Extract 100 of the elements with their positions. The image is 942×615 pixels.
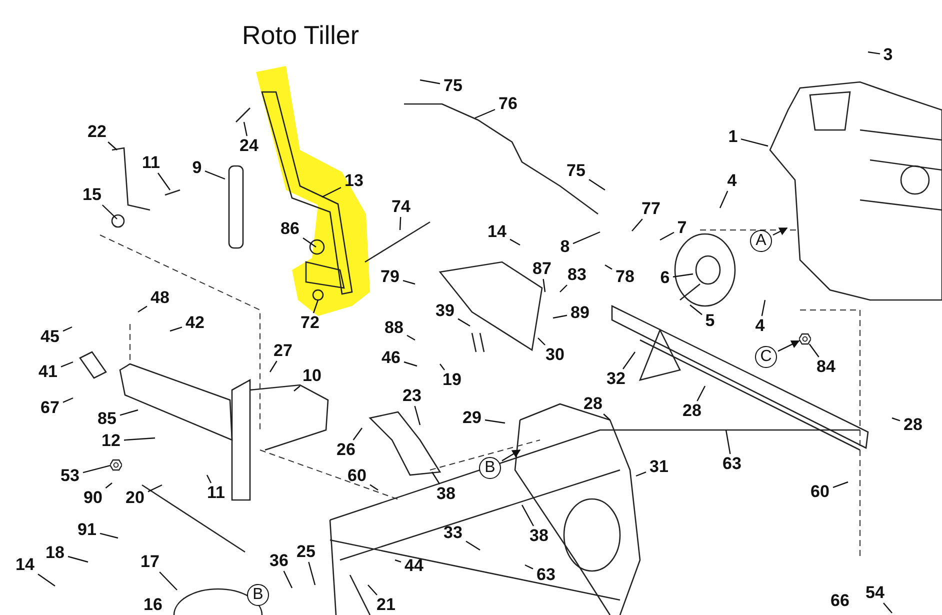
leader-line — [62, 397, 74, 403]
leader-line — [38, 574, 56, 586]
callout-number: 77 — [642, 200, 660, 218]
leader-line — [552, 314, 568, 319]
leader-line — [440, 364, 445, 370]
callout-number: 84 — [816, 358, 836, 376]
leader-line — [560, 284, 568, 292]
callout-number: 1 — [728, 128, 738, 146]
callout-number: 21 — [376, 596, 396, 614]
callout-number: 14 — [16, 556, 34, 574]
leader-line — [632, 218, 643, 232]
reference-letter: A — [750, 230, 772, 252]
callout-number: 31 — [650, 458, 668, 476]
leader-line — [524, 564, 534, 570]
callout-number: 45 — [40, 328, 60, 346]
callout-number: 32 — [606, 370, 626, 388]
callout-number: 72 — [300, 314, 320, 332]
leader-line — [370, 484, 378, 490]
arrow — [502, 449, 521, 462]
callout-number: 83 — [568, 266, 586, 284]
leader-line — [761, 300, 766, 316]
leader-line — [432, 472, 440, 484]
leader-line — [102, 204, 118, 220]
leader-line — [521, 504, 534, 526]
callout-number: 33 — [444, 524, 462, 542]
callout-number: 63 — [536, 566, 556, 584]
callout-number: 23 — [402, 387, 422, 405]
callout-number: 66 — [830, 592, 850, 610]
callout-number: 30 — [546, 346, 564, 364]
callout-number: 12 — [102, 432, 120, 450]
leader-line — [158, 172, 170, 190]
callout-number: 28 — [904, 416, 922, 434]
leader-line — [672, 273, 694, 278]
leader-line — [484, 419, 506, 424]
leader-line — [60, 361, 74, 368]
leader-line — [294, 386, 300, 392]
callout-number: 25 — [296, 543, 316, 561]
nut-icon — [799, 332, 811, 344]
callout-number: 38 — [530, 527, 548, 545]
callout-number: 24 — [240, 137, 258, 155]
leader-line — [466, 540, 480, 550]
callout-number: 90 — [84, 489, 102, 507]
callout-number: 36 — [270, 552, 288, 570]
leader-line — [696, 386, 706, 402]
leader-line — [725, 430, 731, 454]
callout-number: 60 — [348, 467, 366, 485]
leader-line — [868, 51, 880, 54]
leader-line — [604, 264, 612, 270]
reference-letter: C — [755, 346, 777, 368]
leader-line — [62, 326, 72, 332]
callout-number: 19 — [442, 371, 462, 389]
leader-line — [68, 556, 88, 563]
leader-line — [542, 278, 546, 292]
nut-icon — [110, 458, 122, 470]
callout-number: 63 — [722, 455, 742, 473]
leader-line — [808, 344, 820, 358]
callout-number: 22 — [88, 123, 106, 141]
leader-line — [170, 326, 182, 332]
leader-line — [883, 602, 892, 614]
leader-line — [474, 108, 496, 119]
leader-line — [510, 238, 520, 246]
callout-number: 6 — [660, 269, 670, 287]
leader-line — [120, 409, 138, 416]
callout-number: 28 — [682, 402, 702, 420]
callout-number: 15 — [82, 186, 102, 204]
leader-line — [406, 334, 416, 341]
leader-line — [603, 414, 610, 420]
callout-number: 27 — [274, 342, 292, 360]
callout-number: 18 — [46, 544, 64, 562]
callout-number: 76 — [498, 95, 518, 113]
callout-number: 3 — [883, 46, 893, 64]
reference-letter: B — [479, 457, 501, 479]
leader-line — [588, 179, 606, 190]
callout-number: 67 — [40, 399, 60, 417]
callout-number: 41 — [38, 363, 58, 381]
leader-line — [148, 484, 162, 492]
arrow — [772, 227, 788, 236]
leader-line — [308, 562, 316, 586]
leader-line — [740, 138, 768, 147]
leader-line — [204, 170, 226, 180]
callout-number: 88 — [384, 319, 404, 337]
callout-number: 91 — [78, 521, 96, 539]
callout-number: 48 — [150, 289, 170, 307]
leader-line — [206, 474, 212, 484]
leader-line — [138, 306, 148, 312]
leader-line — [105, 482, 112, 488]
leader-line — [124, 437, 156, 441]
callout-number: 17 — [140, 553, 160, 571]
callout-number: 7 — [677, 219, 687, 237]
leader-line — [420, 79, 440, 84]
callout-number: 74 — [392, 198, 410, 216]
leader-line — [302, 238, 316, 248]
leader-line — [243, 122, 248, 136]
leader-line — [892, 417, 900, 422]
callout-number: 53 — [60, 467, 80, 485]
callout-number: 38 — [436, 485, 456, 503]
callout-number: 16 — [144, 596, 162, 614]
callout-number: 78 — [616, 268, 634, 286]
callout-number: 54 — [866, 584, 884, 602]
leader-line — [414, 406, 421, 426]
